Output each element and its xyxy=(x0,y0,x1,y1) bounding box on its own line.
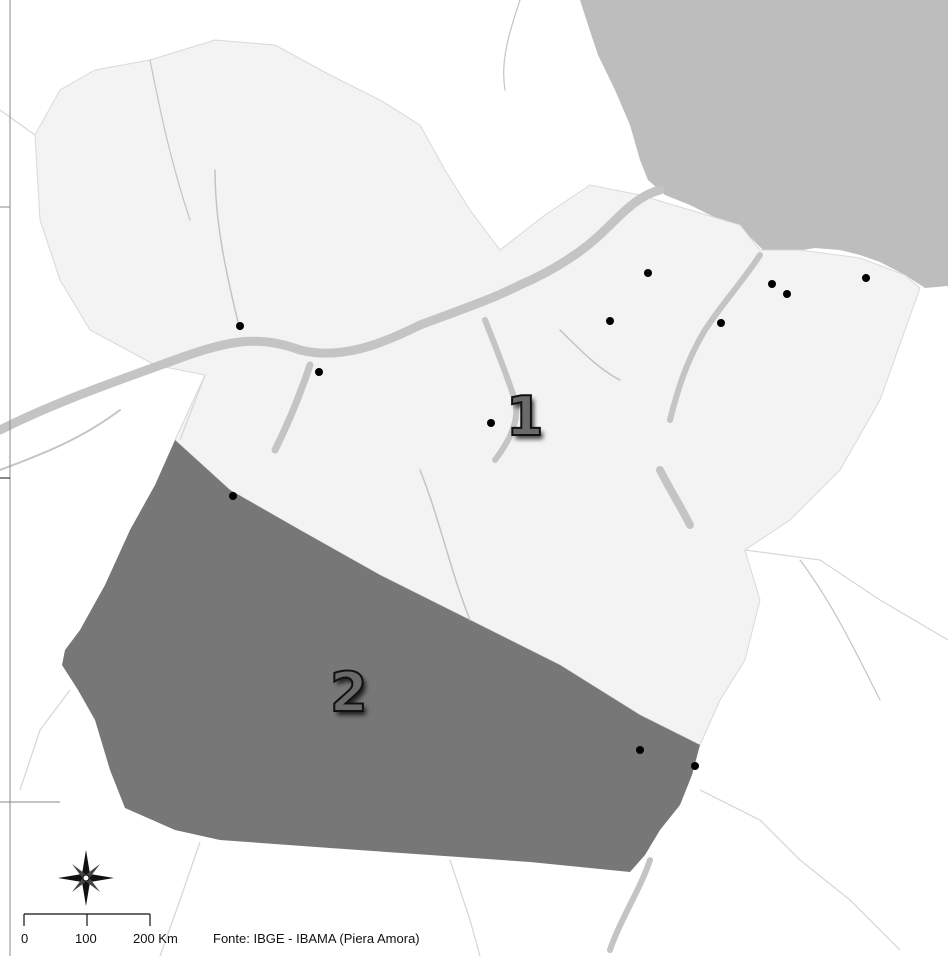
region-label-2: 2 xyxy=(329,661,369,724)
city-marker xyxy=(229,492,237,500)
region-1-area xyxy=(34,39,921,746)
city-marker xyxy=(487,419,495,427)
city-marker xyxy=(783,290,791,298)
city-marker xyxy=(644,269,652,277)
ocean xyxy=(580,0,948,288)
scale-label-100: 100 xyxy=(75,931,97,946)
scale-label-200: 200 Km xyxy=(133,931,178,946)
region-2-area xyxy=(62,440,700,872)
city-markers xyxy=(229,269,870,770)
city-marker xyxy=(236,322,244,330)
city-marker xyxy=(768,280,776,288)
boundaries xyxy=(0,109,948,956)
compass-rose-icon xyxy=(58,850,114,906)
region-label-1: 1 xyxy=(505,385,545,448)
city-marker xyxy=(862,274,870,282)
city-marker xyxy=(636,746,644,754)
city-marker xyxy=(691,762,699,770)
scale-label-0: 0 xyxy=(21,931,29,946)
scale-bar xyxy=(23,913,151,926)
city-marker xyxy=(717,319,725,327)
source-credit: Fonte: IBGE - IBAMA (Piera Amora) xyxy=(213,931,420,946)
city-marker xyxy=(606,317,614,325)
rivers xyxy=(0,0,881,953)
city-marker xyxy=(315,368,323,376)
